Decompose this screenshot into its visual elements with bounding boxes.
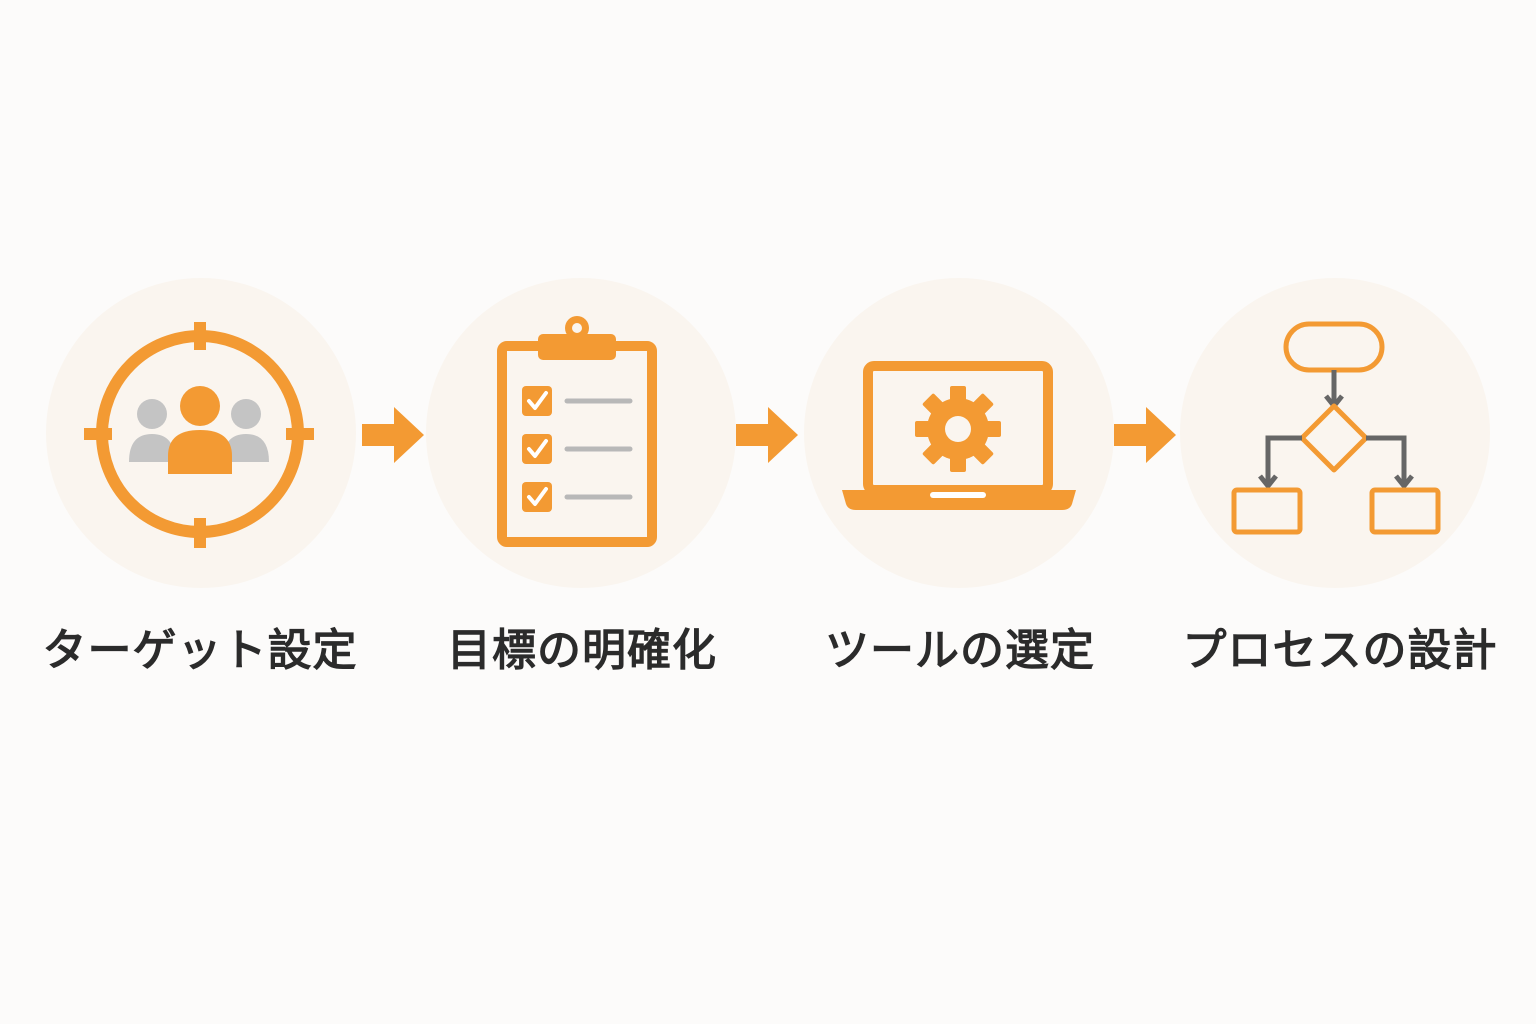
target-audience-icon: [84, 322, 314, 548]
arrow-right-icon: [736, 407, 798, 463]
arrow-right-icon: [362, 407, 424, 463]
laptop-gear-icon: [842, 361, 1076, 510]
step-target-circle: [46, 278, 356, 588]
step-label: ターゲット設定: [42, 625, 358, 676]
step-tools-circle: [804, 278, 1114, 588]
arrow-right-icon: [1114, 407, 1176, 463]
step-label: 目標の明確化: [447, 625, 717, 676]
step-process-circle: [1180, 278, 1490, 588]
step-goal-circle: [426, 278, 736, 588]
step-label: ツールの選定: [825, 625, 1095, 676]
step-label: プロセスの設計: [1182, 625, 1498, 676]
clipboard-checklist-icon: [497, 316, 657, 547]
flowchart-icon: [1231, 321, 1441, 535]
